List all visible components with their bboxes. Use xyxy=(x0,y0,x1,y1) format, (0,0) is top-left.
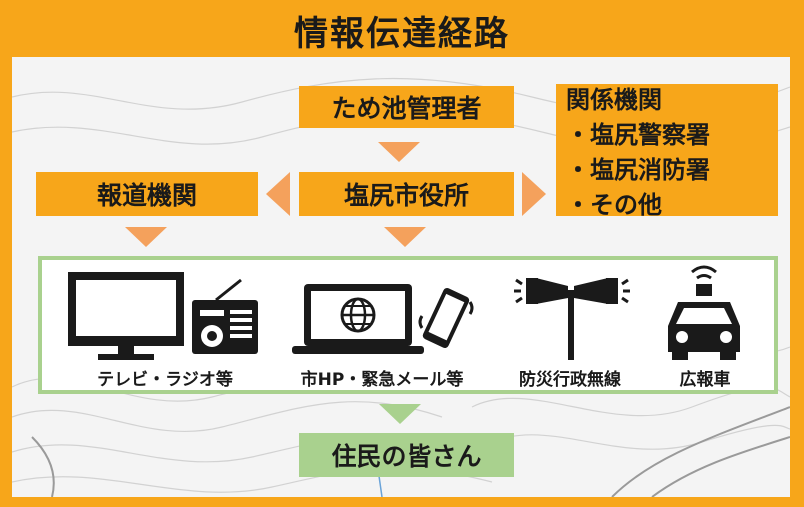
city-office-box: 塩尻市役所 xyxy=(299,172,514,216)
related-agencies-box: 関係機関 ・塩尻警察署 ・塩尻消防署 ・その他 xyxy=(556,84,778,219)
related-agencies-heading: 関係機関 xyxy=(566,86,662,114)
right-arrow-icon xyxy=(522,172,546,216)
tv-radio-icon xyxy=(68,272,258,360)
press-box: 報道機関 xyxy=(36,172,258,216)
laptop-phone-icon xyxy=(292,284,474,354)
down-arrow-icon xyxy=(379,404,421,424)
pond-manager-box: ため池管理者 xyxy=(299,86,514,128)
channel-label-tv-radio: テレビ・ラジオ等 xyxy=(97,370,233,390)
related-agency-item: ・その他 xyxy=(566,191,662,219)
down-arrow-icon xyxy=(378,142,420,162)
related-agency-item: ・塩尻警察署 xyxy=(566,121,710,149)
channel-label-radio-system: 防災行政無線 xyxy=(519,370,621,390)
down-arrow-icon xyxy=(384,227,426,247)
residents-box: 住民の皆さん xyxy=(299,433,514,477)
left-arrow-icon xyxy=(266,172,290,216)
channel-label-pr-car: 広報車 xyxy=(679,370,731,390)
diagram-title: 情報伝達経路 xyxy=(294,13,510,54)
patrol-car-icon xyxy=(668,265,740,360)
down-arrow-icon xyxy=(125,227,167,247)
channel-label-web-mail: 市HP・緊急メール等 xyxy=(300,370,464,390)
related-agency-item: ・塩尻消防署 xyxy=(566,156,710,184)
loudspeaker-icon xyxy=(514,278,630,360)
